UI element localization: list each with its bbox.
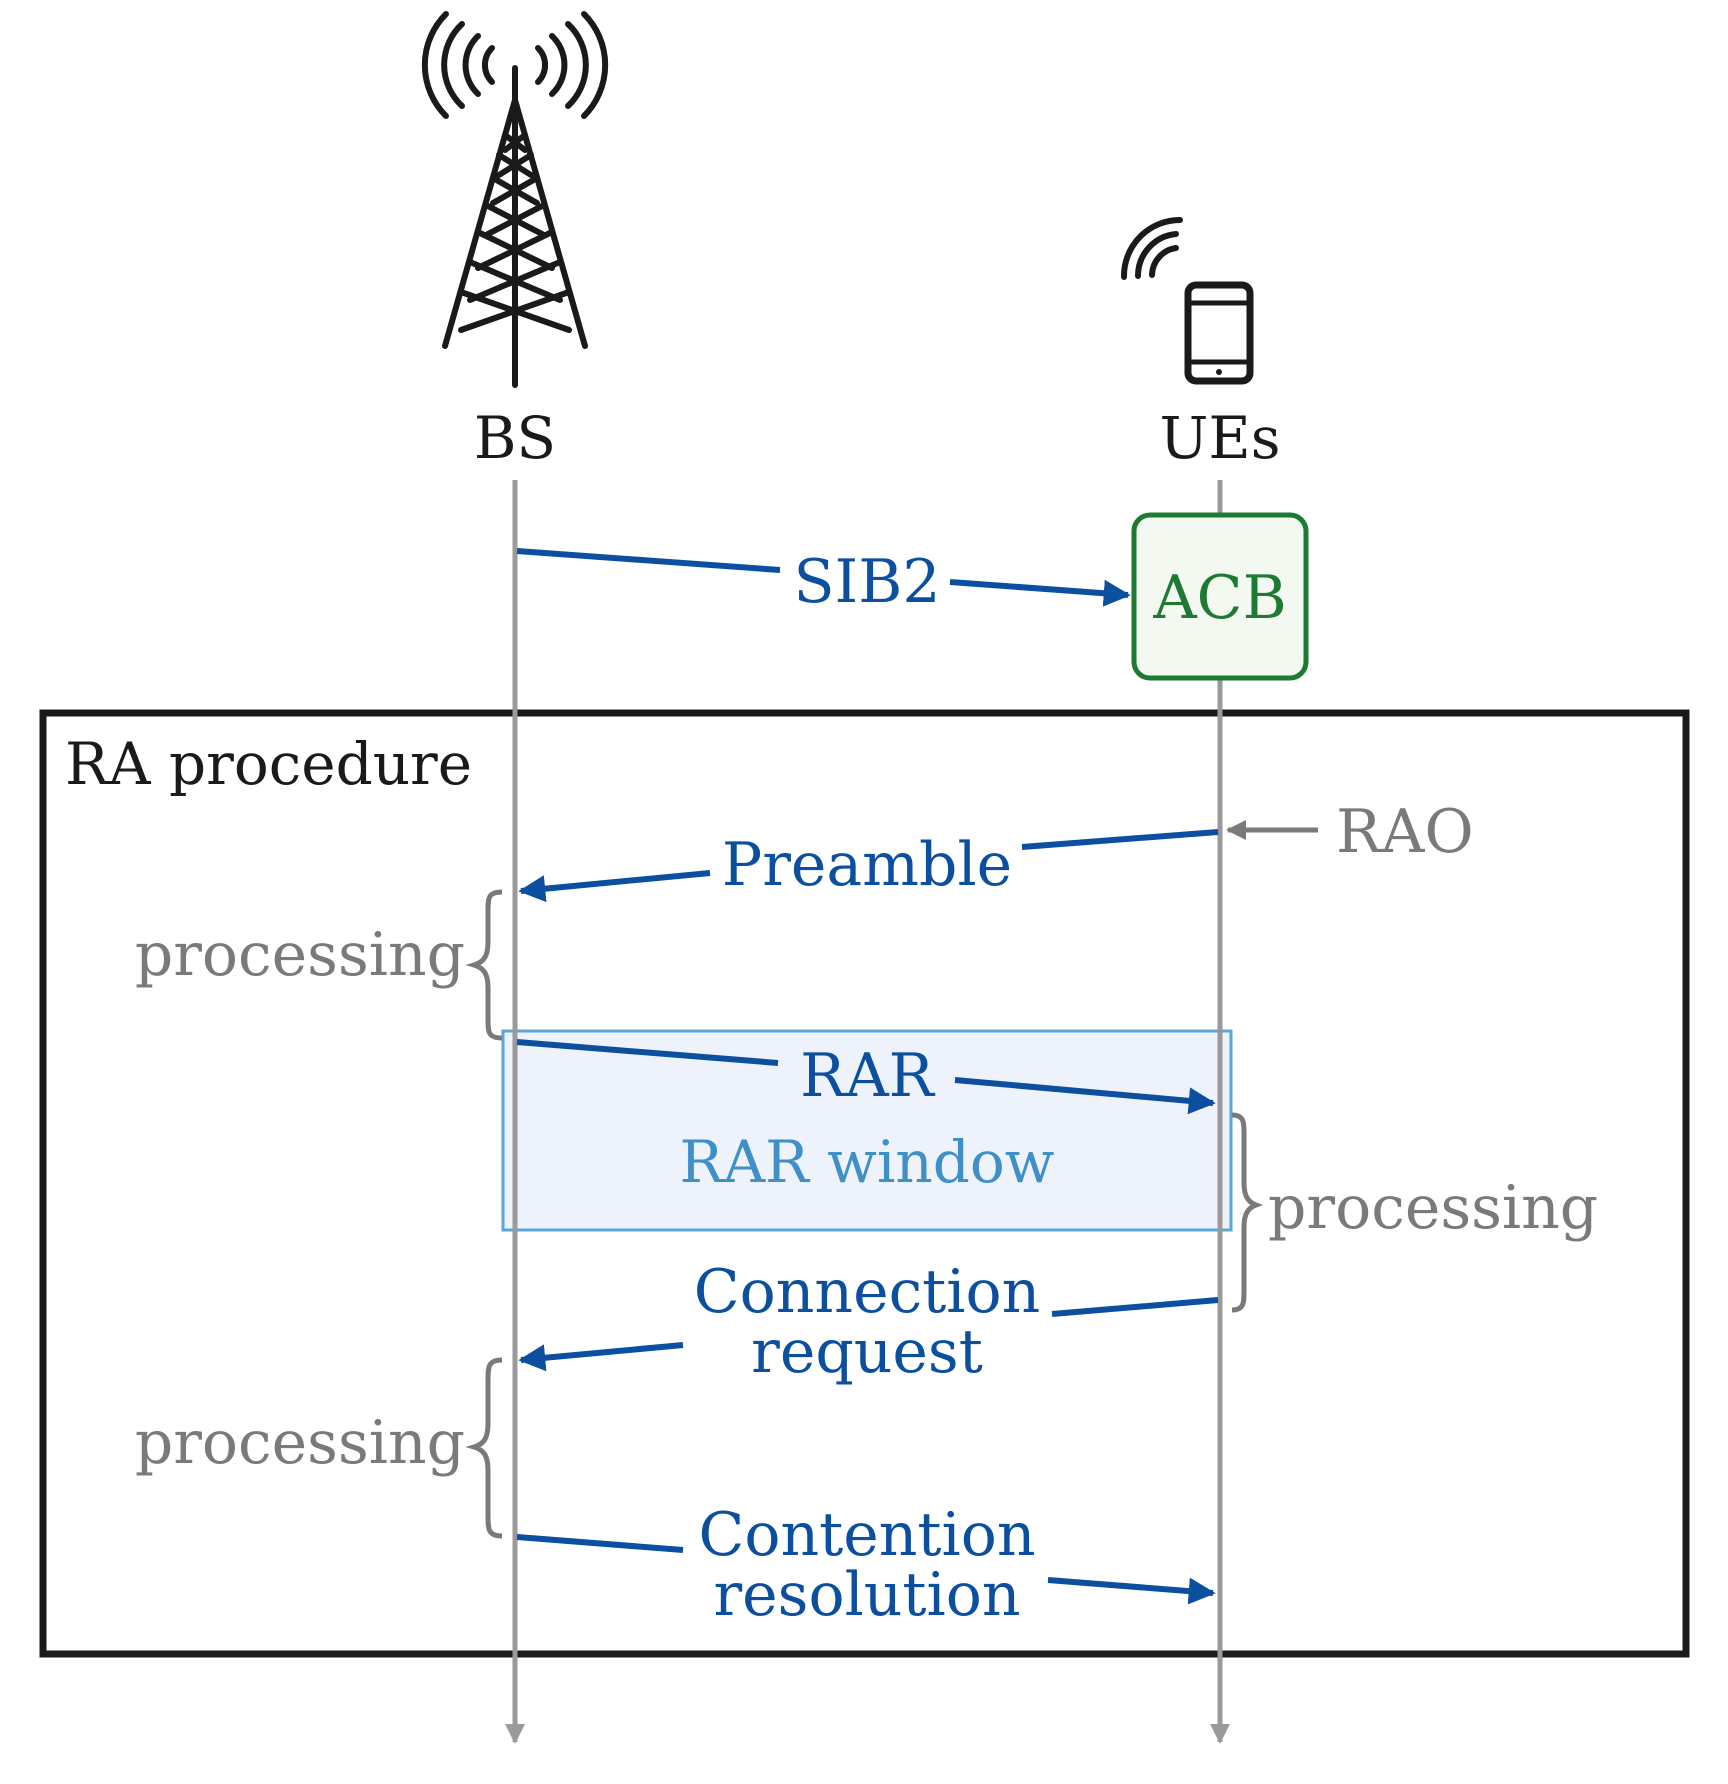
connection-request-arrow-tail [1051,1297,1219,1317]
ra-procedure-frame [39,709,1690,1658]
bs-processing-brace-1 [465,889,503,1041]
ra-procedure-title: RA procedure [65,730,472,798]
preamble-arrow-tail [1021,829,1219,850]
rar-label: RAR [800,1041,936,1111]
rar-window-label: RAR window [680,1128,1055,1196]
sib2-label: SIB2 [793,547,940,617]
preamble-arrow-head [518,870,711,903]
rar-arrow-tail [516,1039,779,1066]
sib2-arrow-head [949,579,1131,607]
bs-label: BS [474,404,556,472]
rao-label: RAO [1336,797,1474,867]
rar-arrow-head [954,1077,1216,1115]
contention-resolution-arrow-tail [516,1534,684,1553]
ue-processing-brace [1231,1112,1264,1313]
contention-resolution-label-line2: resolution [713,1560,1020,1630]
ue-processing-label: processing [1268,1173,1598,1243]
cell-tower-icon [421,11,609,388]
acb-box [1131,512,1309,681]
connection-request-arrow-head [518,1342,684,1372]
connection-request-label-line1: Connection [694,1257,1041,1327]
contention-resolution-label-line1: Contention [698,1500,1035,1570]
rar-window-box [501,1029,1233,1232]
connection-request-label-line2: request [751,1317,983,1387]
bs-processing-label-1: processing [135,920,465,990]
preamble-label: Preamble [722,830,1012,900]
smartphone-icon [1120,217,1254,385]
bs-processing-label-2: processing [135,1408,465,1478]
contention-resolution-arrow-head [1047,1577,1216,1605]
bs-processing-brace-2 [465,1357,503,1539]
sib2-arrow-tail [516,548,781,573]
acb-label: ACB [1152,563,1286,633]
ues-label: UEs [1160,404,1281,472]
